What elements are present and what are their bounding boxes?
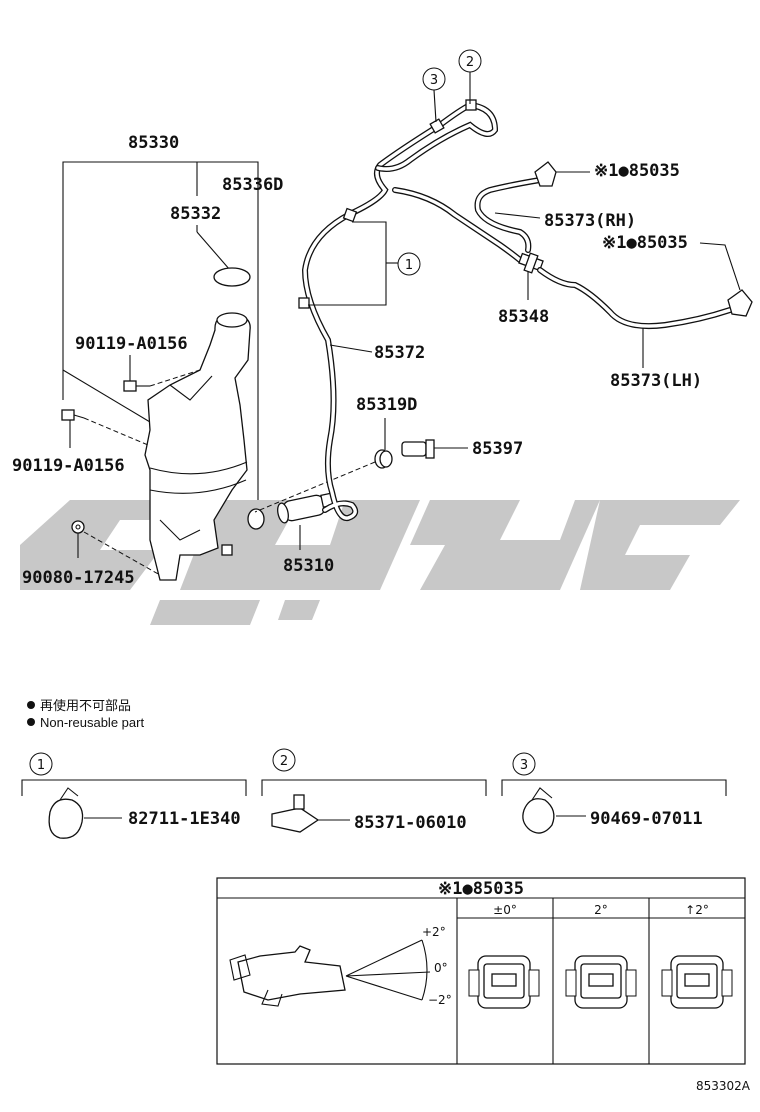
- label-85373-rh: 85373(RH): [544, 211, 636, 231]
- nozzle-lower: [699, 242, 753, 317]
- grommet: [247, 508, 265, 530]
- label-85035-top: ※1●85035: [594, 161, 680, 181]
- svg-text:2: 2: [466, 55, 474, 70]
- svg-text:3: 3: [430, 73, 438, 88]
- legend-jp: 再使用不可部品: [40, 698, 131, 713]
- label-90080: 90080-17245: [22, 568, 135, 588]
- label-85319d: 85319D: [356, 395, 417, 415]
- figure-id: 853302A: [696, 1079, 751, 1093]
- watermark-logo: [20, 500, 740, 625]
- label-85310: 85310: [283, 556, 334, 576]
- callout-1: 1: [397, 252, 421, 276]
- label-85332: 85332: [170, 204, 221, 224]
- detail-part-82711: 82711-1E340: [128, 809, 241, 829]
- nozzle-view-0: [468, 955, 540, 1009]
- nozzle-upper: [534, 161, 590, 187]
- nozzle-view-up2: [661, 955, 733, 1009]
- svg-text:2: 2: [280, 754, 288, 769]
- label-85035-mid: ※1●85035: [602, 233, 688, 253]
- detail-2: 2 85371-06010: [261, 748, 487, 833]
- bolt-lower: [61, 409, 149, 448]
- angle-plus: +2°: [422, 925, 446, 939]
- label-90119-lower: 90119-A0156: [12, 456, 125, 476]
- angle-zero: 0°: [434, 961, 448, 975]
- hose-85372: [298, 99, 523, 522]
- bolt-upper: [123, 355, 201, 392]
- angle-minus: −2°: [428, 993, 452, 1007]
- label-85348: 85348: [498, 307, 549, 327]
- nozzle-adjust-table: ※1●85035 ±0° 2° ↑2° +2° 0° −2°: [216, 877, 746, 1065]
- table-col-3: ↑2°: [685, 903, 709, 917]
- callout-3: 3: [422, 67, 446, 123]
- callout-2: 2: [458, 49, 482, 104]
- label-85330: 85330: [128, 133, 179, 153]
- reservoir-cap: [213, 267, 251, 287]
- label-85397: 85397: [472, 439, 523, 459]
- grommet-85319d: [374, 418, 393, 469]
- joint-85348: [518, 252, 544, 300]
- leader-85372: [329, 344, 373, 353]
- nut-90080: [71, 520, 161, 576]
- label-85336d: 85336D: [222, 175, 283, 195]
- label-90119-upper: 90119-A0156: [75, 334, 188, 354]
- table-title: ※1●85035: [438, 879, 524, 899]
- table-col-2: 2°: [594, 903, 608, 917]
- detail-1: 1 82711-1E340: [21, 752, 247, 839]
- label-85372: 85372: [374, 343, 425, 363]
- label-85373-lh: 85373(LH): [610, 371, 702, 391]
- check-valve-85397: [401, 439, 468, 459]
- nozzle-view-2: [565, 955, 637, 1009]
- svg-text:3: 3: [520, 758, 528, 773]
- svg-text:1: 1: [405, 258, 413, 273]
- washer-reservoir: [144, 312, 251, 581]
- svg-text:1: 1: [37, 758, 45, 773]
- bracket-85330: [62, 161, 259, 500]
- detail-part-90469: 90469-07011: [590, 809, 703, 829]
- pump-alignment-line: [254, 461, 376, 513]
- legend: 再使用不可部品 Non-reusable part: [27, 698, 144, 730]
- detail-part-85371: 85371-06010: [354, 813, 467, 833]
- detail-3: 3 90469-07011: [501, 752, 727, 834]
- legend-en: Non-reusable part: [40, 715, 144, 730]
- hose-85373-rh: [474, 177, 543, 253]
- table-col-1: ±0°: [493, 903, 517, 917]
- hose-85373-lh: [537, 267, 733, 368]
